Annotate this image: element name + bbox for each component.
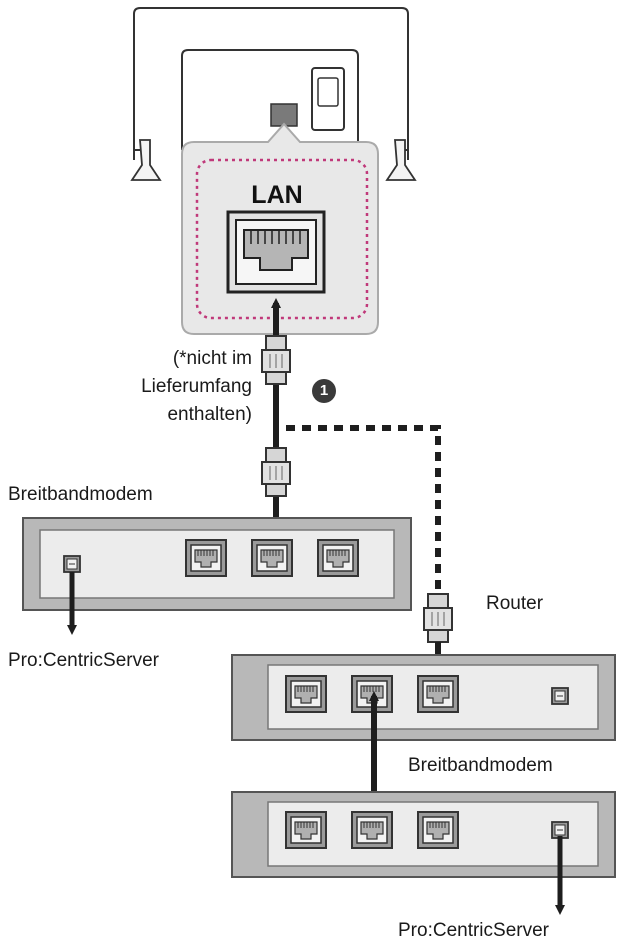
note-line-3: enthalten) (167, 404, 252, 425)
ethernet-plug-icon (423, 593, 453, 643)
lan-label: LAN (251, 181, 303, 209)
lan-port-icon (226, 210, 326, 294)
broadband-modem-right (231, 791, 616, 878)
note-line-1: (*nicht im (172, 348, 252, 369)
broadband-modem-left (22, 517, 412, 611)
modem-label-left: Breitbandmodem (8, 484, 153, 505)
alternative-cable-route (286, 425, 441, 592)
not-included-note: (*nicht im Lieferumfang enthalten) (92, 345, 252, 429)
tv-outline-icon (130, 7, 417, 181)
step-marker-1: 1 (312, 379, 336, 403)
server-label-left: Pro:CentricServer (8, 650, 159, 671)
note-line-2: Lieferumfang (141, 376, 252, 397)
modem-label-right: Breitbandmodem (408, 755, 553, 776)
router-device (231, 654, 616, 741)
server-label-right: Pro:CentricServer (398, 920, 549, 941)
router-label: Router (486, 593, 544, 614)
